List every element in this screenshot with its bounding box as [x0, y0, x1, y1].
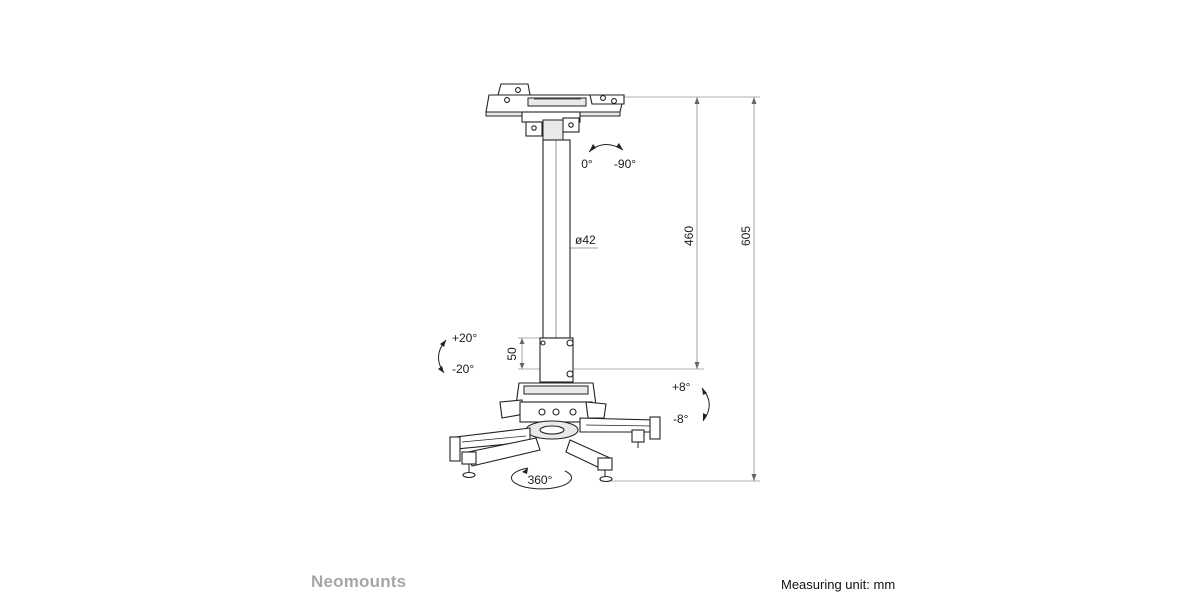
pole-length-label: 460: [682, 226, 696, 246]
tilt-up-label: +20°: [452, 331, 477, 345]
labels: 0° -90° ø42 460 605 50 +20° -20° +8° -8°…: [452, 157, 753, 487]
screw-hole-icon: [611, 98, 617, 104]
tilt-head: [499, 382, 607, 440]
tilt-down-label: -20°: [452, 362, 474, 376]
foot-icon: [462, 471, 476, 479]
screw-hole-icon: [504, 97, 510, 103]
swivel-down-label: -8°: [673, 412, 689, 426]
diameter-label: ø42: [575, 233, 596, 247]
foot-icon: [599, 475, 613, 483]
spider-arms: [449, 416, 661, 483]
brand-logo: Neomounts: [311, 572, 407, 591]
screw-hole-icon: [515, 87, 521, 93]
rotation-arrows: [438, 143, 710, 490]
adjust-step-label: 50: [505, 347, 519, 361]
top-rotation-start-label: 0°: [581, 157, 593, 171]
measuring-unit-note: Measuring unit: mm: [781, 577, 896, 592]
swivel-up-label: +8°: [672, 380, 691, 394]
screw-hole-icon: [600, 95, 606, 101]
base-rotation-label: 360°: [528, 473, 553, 487]
pole: [539, 139, 574, 383]
total-height-label: 605: [739, 226, 753, 246]
top-rotation-end-label: -90°: [614, 157, 636, 171]
ceiling-plate: [485, 83, 625, 141]
